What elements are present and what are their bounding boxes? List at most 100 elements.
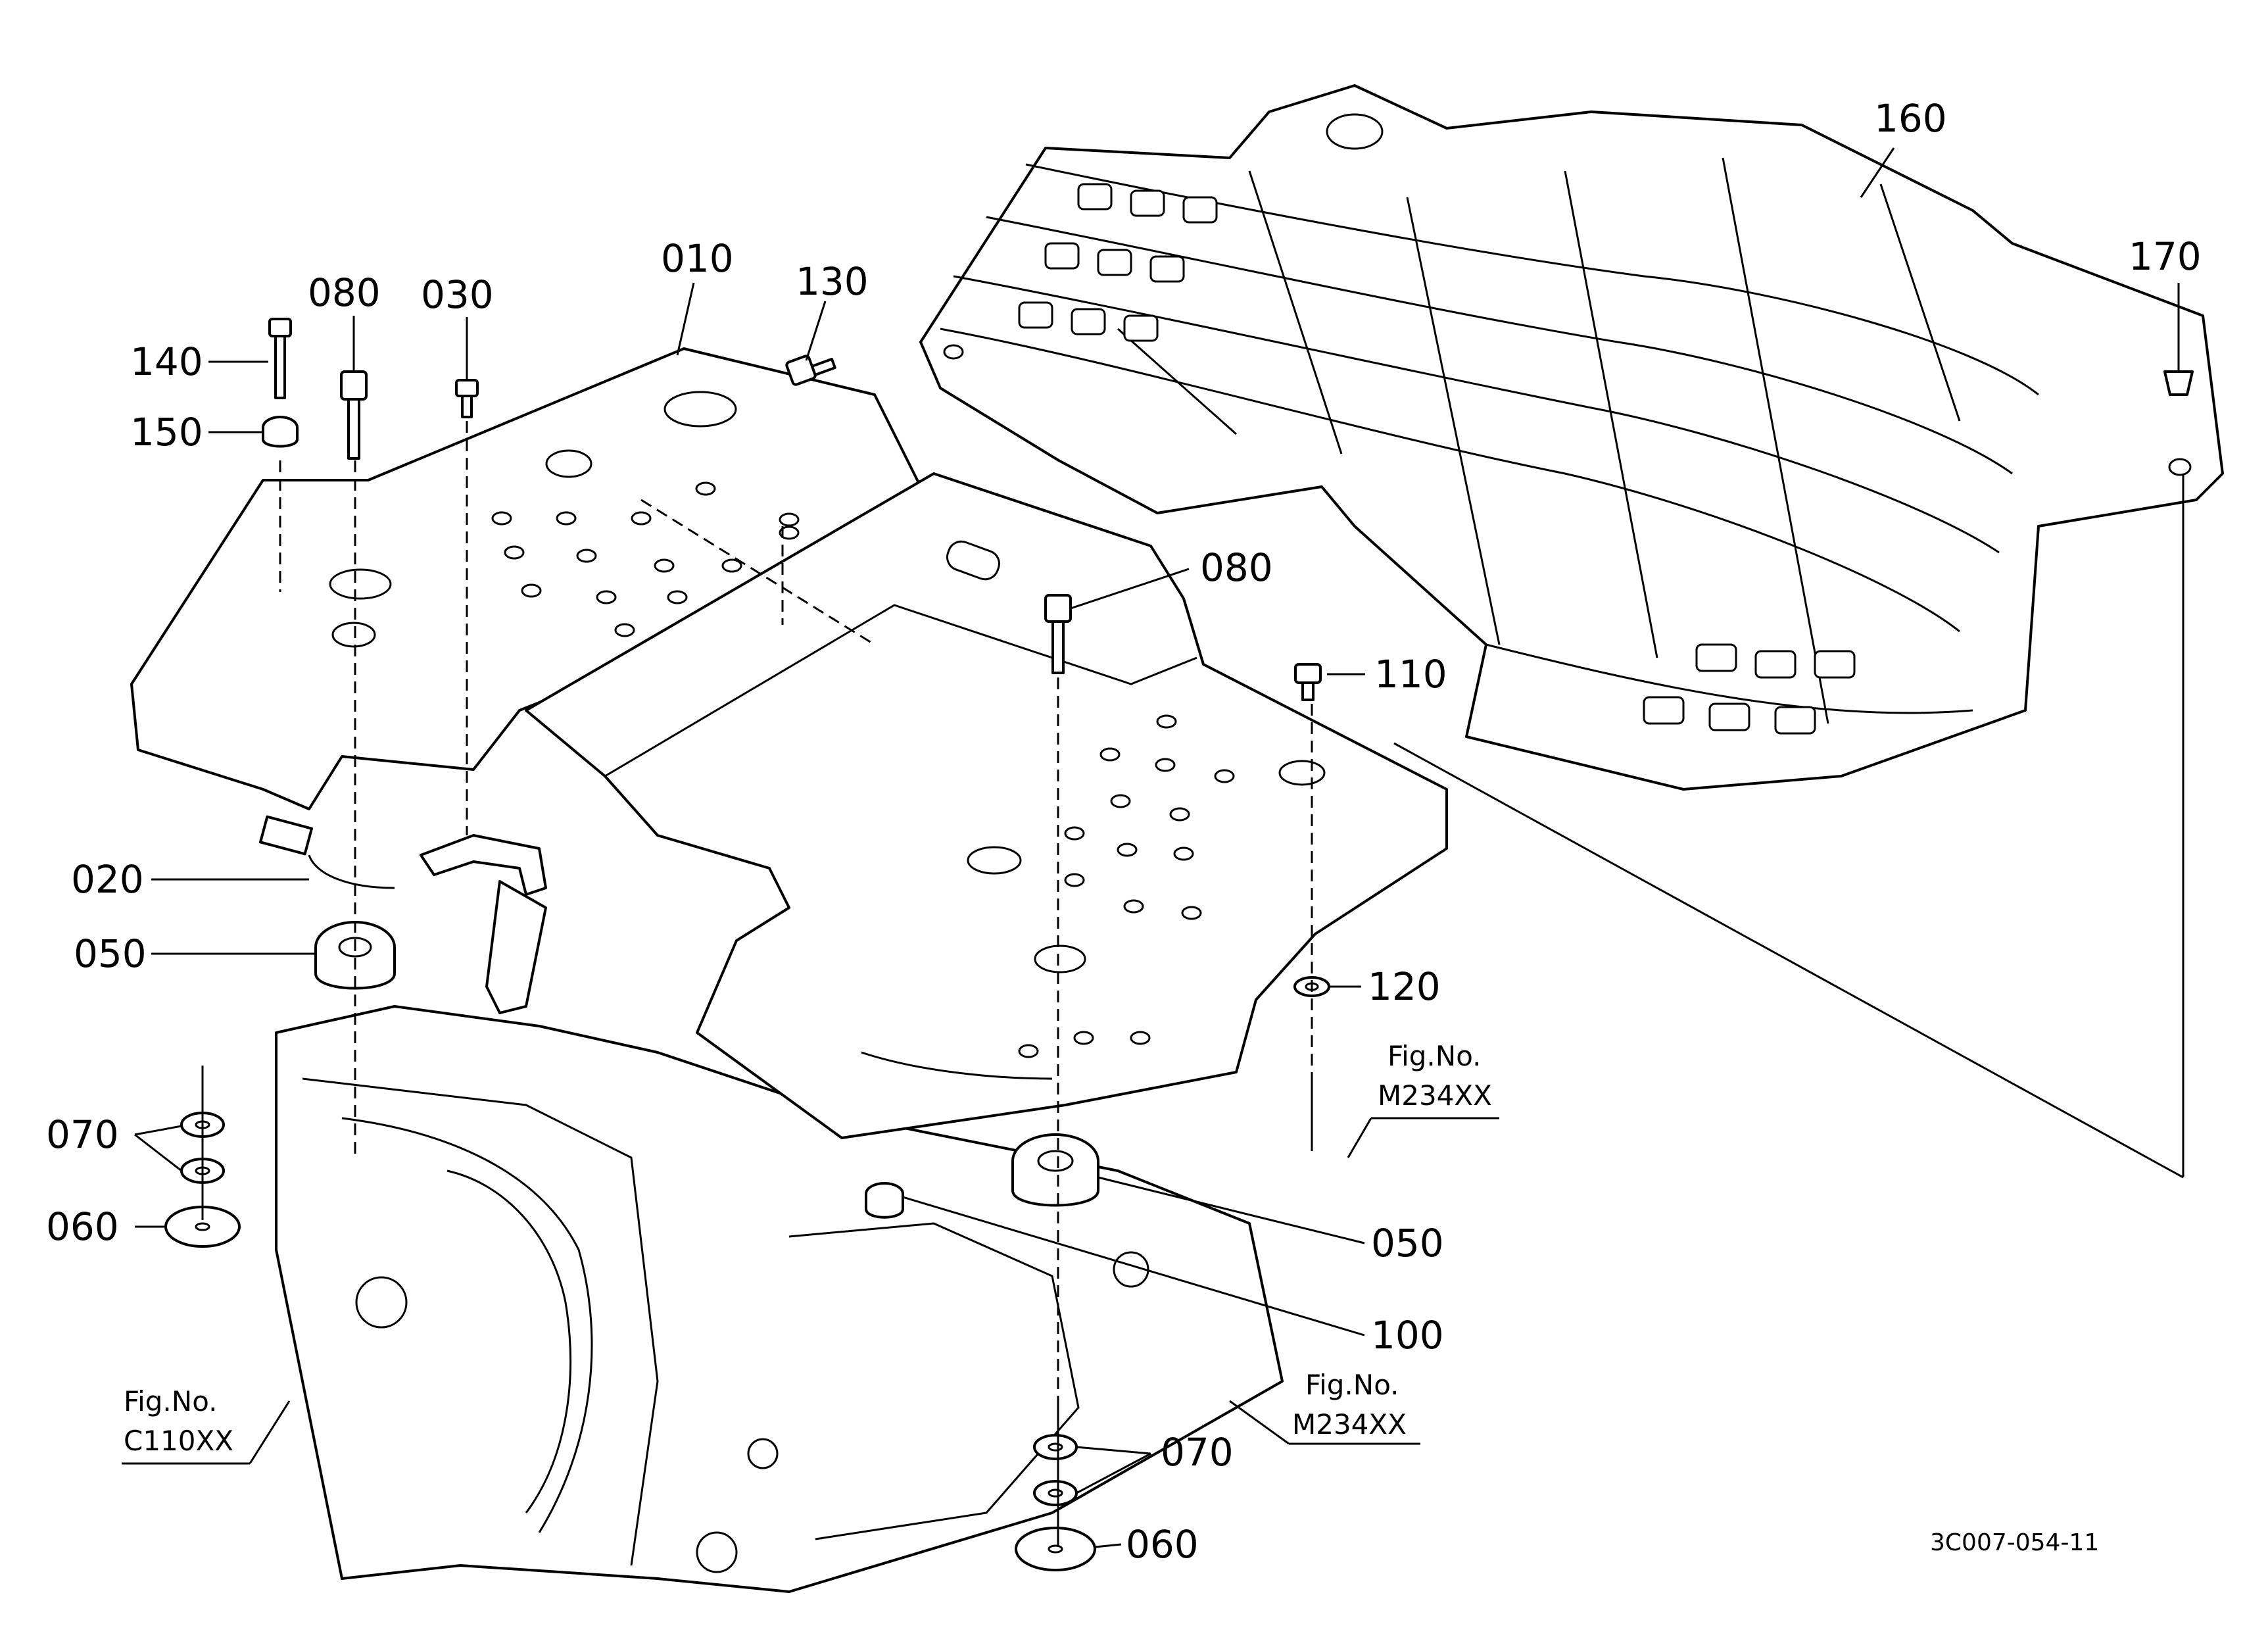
mat-cell [1018, 301, 1053, 329]
washer-hole [195, 1222, 210, 1231]
transmission-case [275, 1005, 1284, 1593]
mat-rib [940, 328, 1960, 633]
bushing-100 [865, 1182, 904, 1219]
part-label-170: 170 [2129, 234, 2202, 279]
grommet [721, 558, 742, 573]
mat-fixing-hole [2168, 458, 2192, 476]
leader [134, 1125, 182, 1136]
case-boss [747, 1438, 779, 1469]
part-label-140: 140 [130, 339, 203, 384]
bolt-shank [1051, 620, 1065, 674]
grommet [667, 590, 688, 604]
case-rear-housing [788, 1222, 1080, 1540]
grommet-body [2163, 370, 2194, 396]
plate-edge-lip [861, 1051, 1053, 1080]
bolt-shank [274, 335, 286, 399]
grommet [1123, 899, 1144, 914]
plate-mount-hole [331, 622, 376, 648]
mat-cell [1754, 650, 1797, 679]
mat-divider [1117, 170, 1343, 455]
bushing-body [865, 1194, 904, 1219]
grommet [491, 511, 512, 526]
washer-hole [1048, 1544, 1063, 1554]
grommet [779, 526, 800, 540]
bolt-shank [810, 357, 836, 376]
mat-cell [1814, 650, 1856, 679]
figref-number: C110XX [124, 1425, 233, 1457]
mat-outline [919, 84, 2224, 791]
plate-grommets [491, 481, 1235, 1058]
grommet [1214, 769, 1235, 783]
part-label-080: 080 [308, 270, 381, 315]
bolt-130 [785, 355, 836, 386]
mat-cell [1071, 308, 1106, 335]
plate-grommet-hole [545, 449, 592, 478]
mat-fixing-hole [943, 344, 964, 360]
leader [805, 301, 827, 361]
part-label-050: 050 [1371, 1221, 1444, 1266]
bolt-shank [1301, 681, 1315, 701]
mat-cell [1097, 249, 1132, 276]
figref-caption: Fig.No. [1387, 1040, 1482, 1072]
bolt-080-right [1044, 594, 1072, 674]
leader-lines [122, 147, 2180, 1548]
mat-pedal-hole [1326, 113, 1384, 150]
mat-cell [1695, 643, 1737, 672]
mat-divider [1406, 197, 1501, 645]
part-label-110: 110 [1374, 652, 1447, 697]
plate-slot [329, 568, 392, 600]
grommet [654, 558, 675, 573]
part-label-060: 060 [46, 1204, 119, 1249]
mat-rib [1485, 643, 1973, 714]
bracket-body [420, 834, 547, 896]
mat-cell [1044, 242, 1080, 270]
grommet [1155, 758, 1176, 772]
bolt-head [340, 370, 368, 401]
mat-cell [1774, 706, 1816, 735]
assembly-lines [201, 474, 2184, 1546]
leader [1070, 568, 1190, 610]
leader [1094, 1543, 1122, 1548]
grommet [631, 511, 652, 526]
figref-number: M234XX [1292, 1408, 1407, 1440]
leader [1860, 147, 1895, 198]
case-bore-inner [446, 1169, 571, 1513]
grommet [596, 590, 617, 604]
nut-side [262, 428, 299, 448]
part-label-120: 120 [1368, 964, 1441, 1009]
part-label-050: 050 [74, 931, 147, 976]
bolt-140 [268, 318, 292, 399]
leader [134, 1133, 182, 1172]
part-label-070: 070 [1161, 1430, 1234, 1475]
grommet [779, 512, 800, 527]
grommet [504, 545, 525, 560]
figref-leader [1229, 1400, 1290, 1445]
part-label-100: 100 [1371, 1313, 1444, 1358]
figure-references: Fig.No. M234XX Fig.No. M234XX Fig.No. C1… [124, 1040, 1492, 1457]
plate-mount-hole [1278, 760, 1326, 786]
mat-divider [1722, 157, 1829, 724]
case-flange-edge [302, 1077, 659, 1566]
figref-caption: Fig.No. [124, 1385, 218, 1417]
grommet [1018, 1044, 1039, 1058]
mat-cell [1123, 314, 1159, 342]
figref-number: M234XX [1378, 1079, 1492, 1112]
mat-cell [1643, 696, 1685, 725]
figref-leader [249, 1400, 291, 1464]
plate-mount-hole [1034, 945, 1086, 973]
mount-050-right [1011, 1133, 1099, 1207]
part-label-060: 060 [1126, 1522, 1199, 1567]
grommet-170 [2163, 370, 2194, 396]
bolt-head [268, 318, 292, 337]
bolt-head [1044, 594, 1072, 623]
mat-cell [1149, 255, 1185, 283]
grommet [1130, 1031, 1151, 1045]
mat-divider [1564, 170, 1658, 658]
part-labels: 010 020 030 050 050 060 060 070 070 080 … [46, 96, 2202, 1567]
plate-slot [664, 391, 737, 428]
grommet [1173, 847, 1194, 861]
mat-divider [1879, 184, 1961, 422]
figref-caption: Fig.No. [1305, 1369, 1399, 1401]
grommet [1117, 843, 1138, 857]
